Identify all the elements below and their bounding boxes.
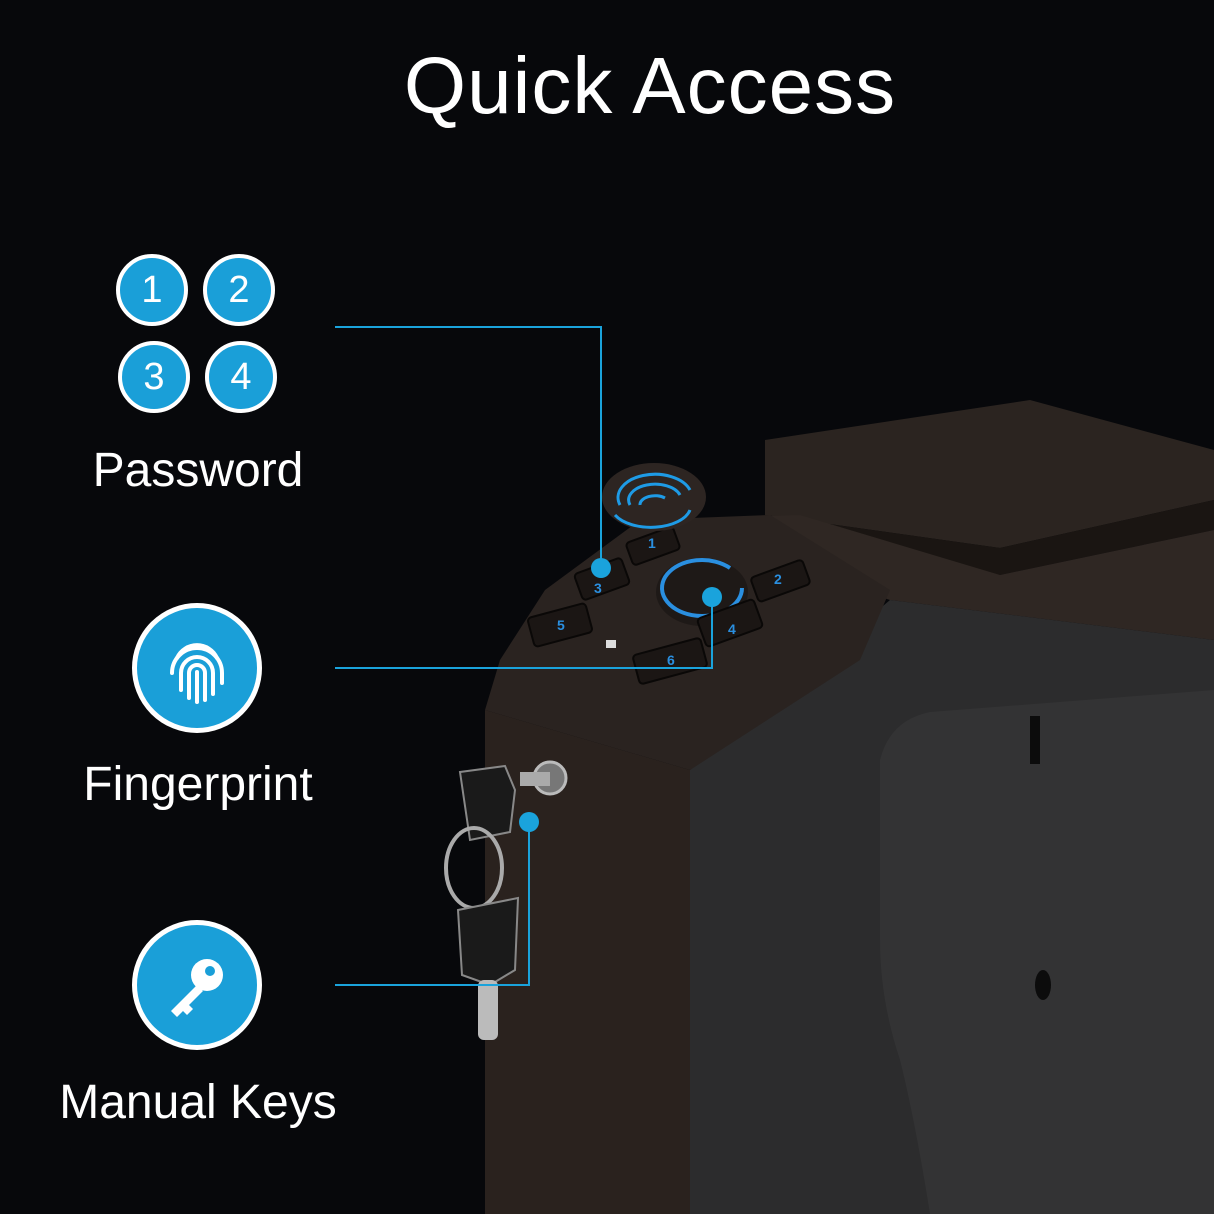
safe-side-panel [485,710,690,1214]
keys-callout-line [335,822,530,986]
password-callout-dot [591,558,611,578]
manual-keys-label: Manual Keys [59,1076,337,1129]
page-title: Quick Access [403,41,897,130]
fingerprint-icon [132,603,262,733]
password-callout-line [335,326,602,568]
keys-callout-dot [519,812,539,832]
key-shaft [520,772,550,786]
password-label: Password [92,444,304,497]
key-blade [478,980,498,1040]
keypad-key-6: 6 [667,652,675,668]
keypad-key-4: 4 [728,621,736,637]
fingerprint-callout-dot [702,587,722,607]
digit-1: 1 [116,254,188,326]
keypad-key-1: 1 [648,535,656,551]
fingerprint-label: Fingerprint [83,758,313,811]
door-hole [1035,970,1051,1000]
keypad-keys [527,526,811,685]
digit-2: 2 [203,254,275,326]
fingerprint-ridges-icon [613,472,692,529]
key-icon [132,920,262,1050]
safe-door [880,690,1214,1214]
status-led [606,640,616,648]
keypad-key-2: 2 [774,571,782,587]
digit-3: 3 [118,341,190,413]
keypad-key-3: 3 [594,580,602,596]
mounting-plate [765,400,1214,548]
key-lower [456,896,520,987]
door-slot [1030,716,1040,764]
fingerprint-callout-line [335,597,713,669]
keypad-key-5: 5 [557,617,565,633]
digit-4: 4 [205,341,277,413]
